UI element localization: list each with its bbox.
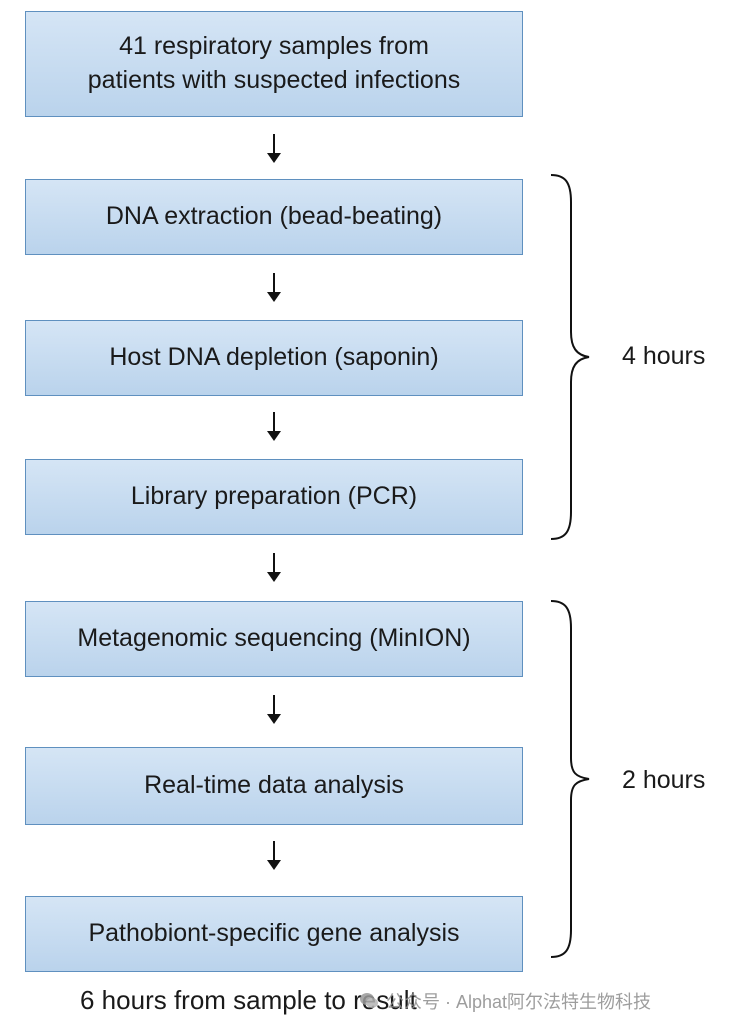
group-duration-label: 4 hours (622, 342, 706, 370)
step-box-host-depletion: Host DNA depletion (saponin) (25, 320, 523, 396)
group-duration-label: 2 hours (622, 766, 706, 794)
step-box-library-prep: Library preparation (PCR) (25, 459, 523, 535)
down-arrow-icon (256, 131, 292, 167)
down-arrow-icon (256, 270, 292, 306)
step-label-line2: patients with suspected infections (87, 66, 461, 94)
step-box-sequencing: Metagenomic sequencing (MinION) (25, 601, 523, 677)
watermark-text: 公众号 · Alphat阿尔法特生物科技 (386, 992, 652, 1012)
down-arrow-icon (256, 550, 292, 586)
wechat-logo-icon (360, 993, 378, 1008)
step-label: Real-time data analysis (144, 771, 404, 800)
right-brace-icon (550, 174, 590, 540)
down-arrow-icon (256, 692, 292, 728)
step-box-gene-analysis: Pathobiont-specific gene analysis (25, 896, 523, 972)
step-box-data-analysis: Real-time data analysis (25, 747, 523, 825)
step-label: Host DNA depletion (saponin) (109, 343, 439, 372)
step-label: Metagenomic sequencing (MinION) (77, 624, 471, 653)
step-label-line1: 41 respiratory samples from (119, 32, 429, 61)
step-label: Library preparation (PCR) (130, 482, 418, 511)
step-box-samples: 41 respiratory samples from patients wit… (25, 11, 523, 117)
step-label: DNA extraction (bead-beating) (105, 202, 443, 231)
down-arrow-icon (256, 838, 292, 874)
step-label: Pathobiont-specific gene analysis (88, 919, 460, 948)
step-box-dna-extraction: DNA extraction (bead-beating) (25, 179, 523, 255)
down-arrow-icon (256, 409, 292, 445)
right-brace-icon (550, 600, 590, 958)
watermark: 公众号 · Alphat阿尔法特生物科技 (358, 988, 651, 1014)
